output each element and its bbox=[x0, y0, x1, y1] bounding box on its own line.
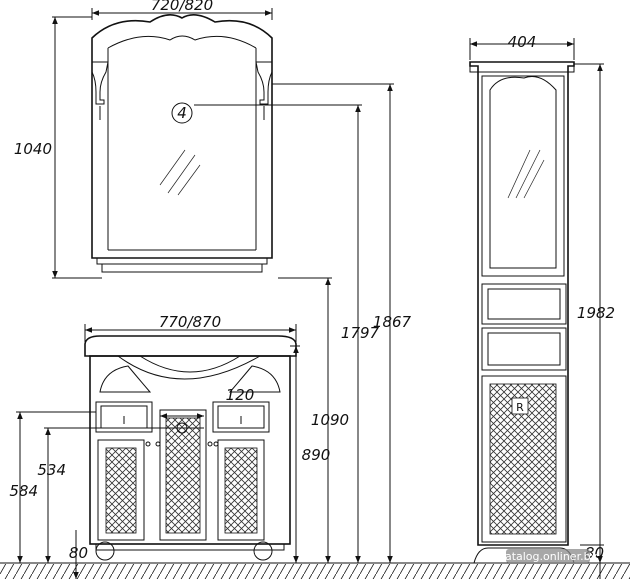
socket-symbol: 4 bbox=[171, 102, 193, 124]
dim-drawer-gap-label: 120 bbox=[226, 386, 255, 404]
mirror: 4 bbox=[91, 14, 273, 273]
dim-mirror-height-label: 1040 bbox=[14, 140, 52, 158]
tall-cabinet: R bbox=[469, 61, 575, 564]
dim-height-890: 890 bbox=[290, 345, 331, 563]
dim-height-1090-label: 1090 bbox=[311, 411, 349, 429]
dim-height-1867-label: 1867 bbox=[373, 313, 412, 331]
dim-cabinet-width-label: 404 bbox=[508, 33, 537, 51]
dim-vanity-leg-label: 80 bbox=[69, 544, 88, 562]
dim-mirror-width-label: 720/820 bbox=[151, 0, 213, 14]
dim-height-1797: 1797 bbox=[194, 104, 380, 563]
dim-vanity-leg: 80 bbox=[69, 530, 88, 579]
socket-label: 4 bbox=[177, 104, 187, 122]
mirror-glare bbox=[159, 149, 201, 196]
dim-height-890-label: 890 bbox=[302, 446, 331, 464]
dim-mirror-width: 720/820 bbox=[91, 0, 273, 20]
dim-cabinet-height-label: 1982 bbox=[577, 304, 615, 322]
dim-mirror-height: 1040 bbox=[14, 16, 102, 279]
watermark: catalog.onliner.by bbox=[499, 549, 598, 563]
dim-height-584-label: 584 bbox=[9, 482, 38, 500]
dim-height-534-label: 534 bbox=[37, 461, 66, 479]
dim-height-1867: 1867 bbox=[272, 83, 412, 563]
dim-vanity-width-label: 770/870 bbox=[159, 313, 221, 331]
cabinet-marker-label: R bbox=[516, 401, 524, 414]
floor bbox=[0, 562, 630, 579]
vanity bbox=[84, 335, 297, 561]
right-lamp bbox=[255, 61, 273, 120]
dim-drawer-gap: 120 bbox=[160, 386, 255, 419]
watermark-text: catalog.onliner.by bbox=[499, 550, 598, 563]
dim-cabinet-height: 1982 bbox=[574, 63, 615, 563]
left-lamp bbox=[91, 61, 109, 120]
dim-cabinet-width: 404 bbox=[469, 33, 575, 60]
dim-height-1797-label: 1797 bbox=[341, 324, 380, 342]
dim-vanity-width: 770/870 bbox=[84, 313, 297, 342]
dim-height-534: 534 bbox=[37, 427, 160, 563]
dim-height-584: 584 bbox=[9, 411, 96, 563]
dim-height-1090: 1090 bbox=[278, 277, 349, 563]
